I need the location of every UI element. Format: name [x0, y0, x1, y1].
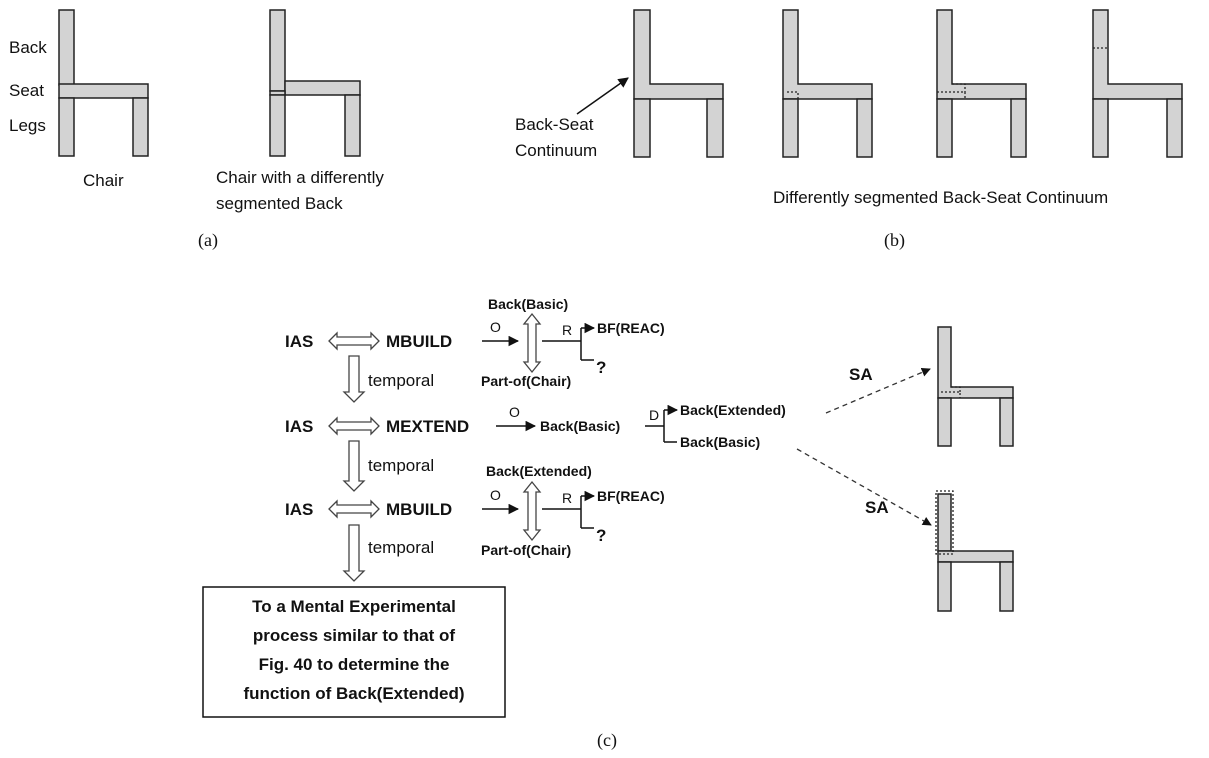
- segmented-caption-line1: Chair with a differently: [216, 168, 384, 187]
- panel-b-caption: Differently segmented Back-Seat Continuu…: [773, 188, 1108, 207]
- sa-label-2: SA: [865, 498, 889, 517]
- box-line-4: function of Back(Extended): [243, 684, 464, 703]
- row2-double-arrow: [328, 416, 380, 436]
- temporal-arrow-1: [342, 355, 366, 403]
- row1-question: ?: [596, 358, 606, 377]
- row3-vertical-double-arrow: [522, 480, 542, 542]
- row1-bottom-label: Part-of(Chair): [481, 373, 571, 389]
- panel-b: Back-Seat Continuum Differently segmente…: [515, 9, 1183, 251]
- box-line-3: Fig. 40 to determine the: [259, 655, 450, 674]
- continuum-label-line1: Back-Seat: [515, 115, 594, 134]
- sa-arrow-1: [825, 368, 931, 414]
- row3-question: ?: [596, 526, 606, 545]
- chair-segmented-drawing: [269, 9, 361, 157]
- row3-double-arrow: [328, 499, 380, 519]
- row1-bf-label: BF(REAC): [597, 320, 665, 336]
- sa-label-1: SA: [849, 365, 873, 384]
- row3-bottom-label: Part-of(Chair): [481, 542, 571, 558]
- sa-arrow-2: [796, 448, 932, 526]
- legs-label: Legs: [9, 116, 46, 135]
- result-chair-basic: [935, 490, 1014, 612]
- row-2: IAS MEXTEND O Back(Basic) D Back(Extende…: [285, 402, 786, 450]
- temporal-label-2: temporal: [368, 456, 434, 475]
- row1-r-label: R: [562, 322, 572, 338]
- row2-ias: IAS: [285, 417, 313, 436]
- row3-ias: IAS: [285, 500, 313, 519]
- box-line-2: process similar to that of: [253, 626, 455, 645]
- result-chair-extended: [937, 326, 1014, 447]
- chair-caption: Chair: [83, 171, 124, 190]
- chair-continuum-4: [1092, 9, 1183, 158]
- temporal-label-1: temporal: [368, 371, 434, 390]
- row1-top-label: Back(Basic): [488, 296, 568, 312]
- panel-a: Back Seat Legs Chair Chair with a differ…: [9, 9, 384, 251]
- panel-b-label: (b): [884, 230, 905, 251]
- row1-o-label: O: [490, 319, 501, 335]
- row3-process: MBUILD: [386, 500, 452, 519]
- row2-o-label: O: [509, 404, 520, 420]
- row2-out-extended: Back(Extended): [680, 402, 786, 418]
- row1-double-arrow: [328, 331, 380, 351]
- chair-continuum-1: [633, 9, 724, 158]
- row3-top-label: Back(Extended): [486, 463, 592, 479]
- row1-process: MBUILD: [386, 332, 452, 351]
- chair-continuum-3: [936, 9, 1027, 158]
- temporal-label-3: temporal: [368, 538, 434, 557]
- panel-a-label: (a): [198, 230, 218, 251]
- mental-experiment-box: [202, 586, 506, 718]
- row3-o-label: O: [490, 487, 501, 503]
- back-label: Back: [9, 38, 47, 57]
- chair-basic-drawing: [58, 9, 149, 157]
- panel-c-label: (c): [597, 730, 617, 751]
- continuum-label-line2: Continuum: [515, 141, 597, 160]
- row2-d-label: D: [649, 407, 659, 423]
- row3-r-label: R: [562, 490, 572, 506]
- row1-vertical-double-arrow: [522, 312, 542, 374]
- row2-process: MEXTEND: [386, 417, 469, 436]
- row-3: IAS MBUILD O Back(Extended) Part-of(Chai…: [285, 463, 665, 558]
- chair-continuum-2: [782, 9, 873, 158]
- box-line-1: To a Mental Experimental: [252, 597, 456, 616]
- temporal-arrow-3: [342, 524, 366, 582]
- temporal-arrow-2: [342, 440, 366, 492]
- row-1: IAS MBUILD O Back(Basic) Part-of(Chair) …: [285, 296, 665, 389]
- row2-out-basic: Back(Basic): [680, 434, 760, 450]
- segmented-caption-line2: segmented Back: [216, 194, 343, 213]
- row3-bf-label: BF(REAC): [597, 488, 665, 504]
- row1-ias: IAS: [285, 332, 313, 351]
- continuum-arrow: [576, 77, 629, 115]
- row2-target: Back(Basic): [540, 418, 620, 434]
- panel-c: IAS MBUILD O Back(Basic) Part-of(Chair) …: [202, 296, 1014, 751]
- seat-label: Seat: [9, 81, 44, 100]
